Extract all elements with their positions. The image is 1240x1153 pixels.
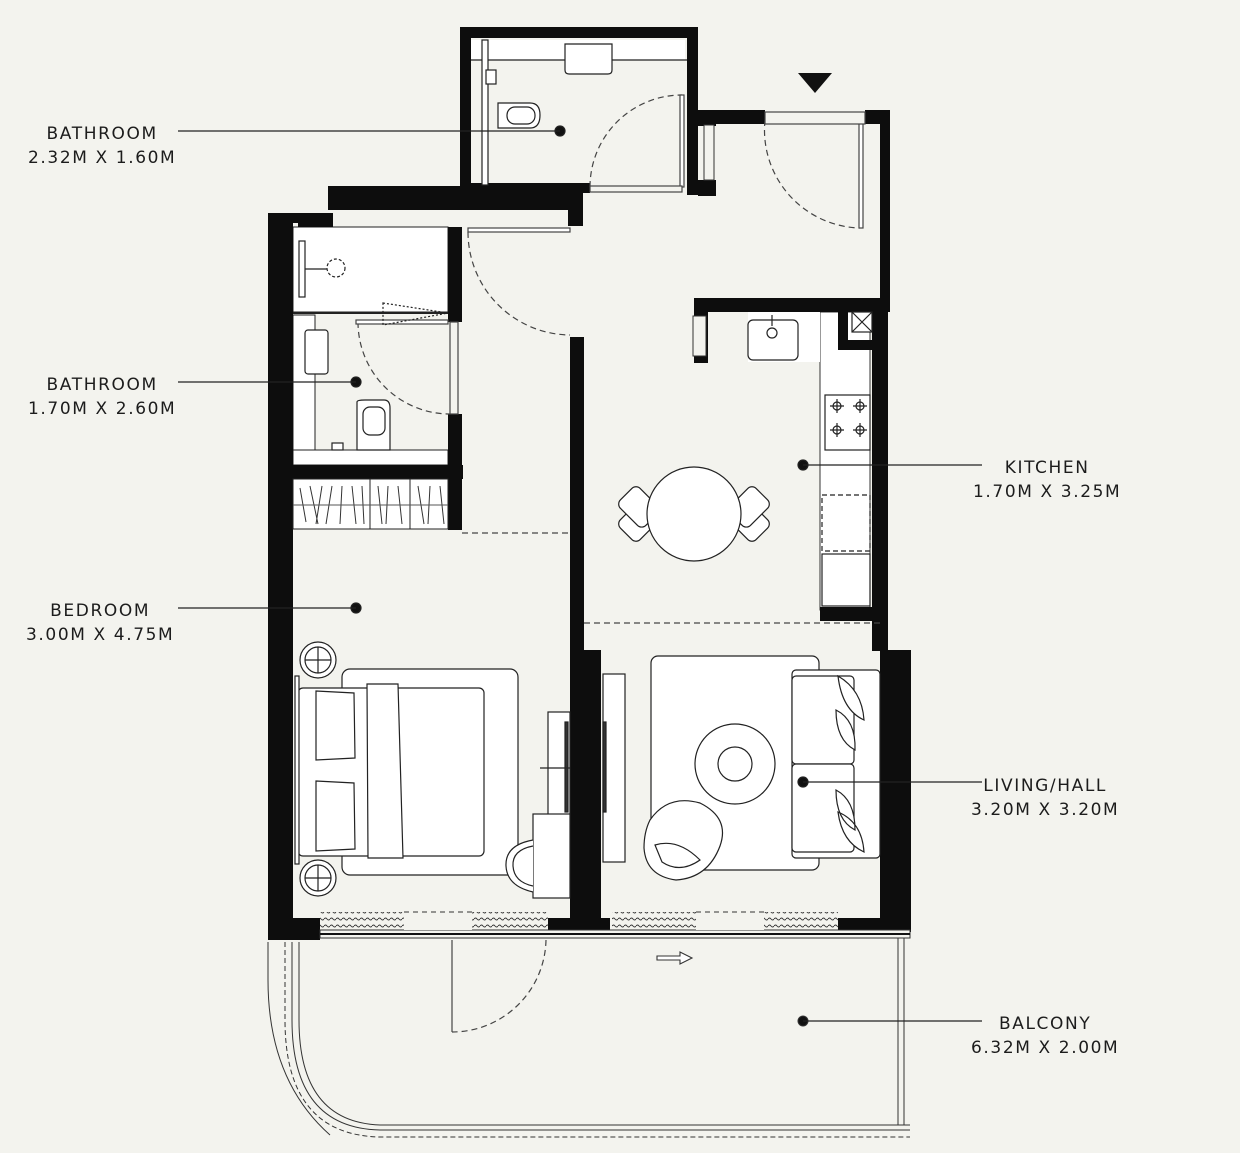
sliding-direction-arrow — [656, 951, 694, 965]
kitchen-fixtures — [747, 311, 873, 607]
windows — [319, 124, 911, 939]
bedroom-furniture — [294, 602, 571, 899]
room-label-balcony: BALCONY 6.32M X 2.00M — [971, 1012, 1119, 1060]
doors — [355, 94, 880, 1033]
room-dimensions: 1.70M X 3.25M — [973, 482, 1122, 502]
room-name: BATHROOM — [46, 375, 158, 395]
room-label-living: LIVING/HALL 3.20M X 3.20M — [971, 774, 1119, 822]
wardrobe — [292, 478, 449, 530]
room-dimensions: 3.00M X 4.75M — [26, 625, 175, 645]
room-dimensions: 2.32M X 1.60M — [28, 148, 177, 168]
room-name: BATHROOM — [46, 124, 158, 144]
room-dimensions: 1.70M X 2.60M — [28, 399, 177, 419]
bathroom-2-fixtures — [293, 240, 449, 451]
walls — [268, 27, 911, 940]
living-furniture — [602, 655, 881, 881]
leader-lines — [178, 130, 982, 1022]
room-dimensions: 3.20M X 3.20M — [971, 800, 1120, 820]
dining-set — [618, 466, 770, 562]
entrance-arrow-icon — [798, 73, 832, 93]
room-name: BEDROOM — [50, 601, 151, 621]
room-name: BALCONY — [998, 1014, 1092, 1034]
room-dimensions: 6.32M X 2.00M — [971, 1038, 1120, 1058]
room-name: LIVING/HALL — [983, 776, 1107, 796]
bathroom-1-fixtures — [471, 39, 687, 186]
balcony-outline — [267, 938, 910, 1138]
room-label-bathroom-1: BATHROOM 2.32M X 1.60M — [28, 122, 176, 170]
room-label-kitchen: KITCHEN 1.70M X 3.25M — [973, 456, 1121, 504]
room-label-bathroom-2: BATHROOM 1.70M X 2.60M — [28, 373, 176, 421]
room-name: KITCHEN — [1004, 458, 1090, 478]
room-label-bedroom: BEDROOM 3.00M X 4.75M — [26, 599, 174, 647]
